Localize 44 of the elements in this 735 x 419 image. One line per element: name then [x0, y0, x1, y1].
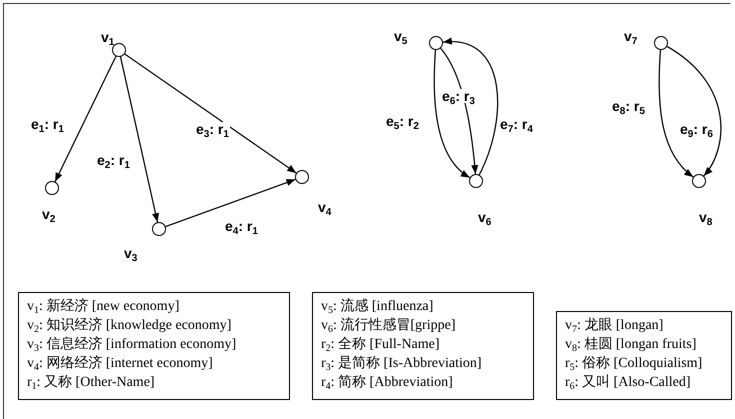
definition-box [556, 311, 732, 400]
vertex-circle [45, 181, 59, 195]
vertex-label: v$_{3}$ [124, 246, 138, 260]
arrow [658, 50, 694, 178]
definition-line: v$_{8}$: 桂圆 [longan fruits] [565, 336, 698, 354]
definition-line: v$_{5}$: 流感 [influenza] [321, 297, 434, 316]
arrow [434, 50, 470, 178]
vertex-circle [112, 43, 126, 57]
vertex-circle [692, 174, 706, 188]
vertex-label: v$_{7}$ [624, 29, 638, 43]
arrow [442, 38, 498, 176]
definition-line: v$_{7}$: 龙眼 [longan] [565, 316, 664, 335]
edge-label: e$_{6}$: r$_{3}$ [441, 89, 476, 103]
definition-line: r$_{6}$: 又叫 [Also-Called] [565, 374, 692, 392]
arrow [165, 178, 296, 228]
definition-line: v$_{4}$: 网络经济 [internet economy] [27, 354, 214, 373]
definition-box [18, 292, 290, 400]
vertex-label: v$_{5}$ [394, 29, 408, 43]
vertex-label: v$_{2}$ [42, 207, 56, 221]
arrow [54, 56, 116, 182]
definition-line: r$_{3}$: 是简称 [Is-Abbreviation] [321, 354, 483, 373]
definition-line: v$_{3}$: 信息经济 [information economy] [27, 335, 238, 354]
arrow [440, 48, 478, 174]
vertex-circle [469, 174, 483, 188]
definition-line: v$_{1}$: 新经济 [new economy] [27, 297, 180, 316]
arrow [666, 46, 722, 176]
vertex-circle [654, 36, 668, 50]
arrow [120, 56, 160, 222]
definition-line: v$_{6}$: 流行性感冒[grippe] [321, 316, 456, 335]
arrow [124, 54, 297, 174]
definition-box [312, 292, 534, 400]
vertex-circle [295, 170, 309, 184]
vertex-label: v$_{8}$ [699, 210, 712, 224]
vertex-label: v$_{1}$ [101, 30, 114, 44]
definition-line: r$_{2}$: 全称 [Full-Name] [321, 336, 441, 354]
vertex-label: v$_{4}$ [318, 200, 332, 214]
edge-label: e$_{3}$: r$_{1}$ [195, 122, 230, 136]
definition-line: r$_{5}$: 俗称 [Colloquialism] [565, 354, 704, 373]
definition-line: r$_{4}$: 简称 [Abbreviation] [321, 374, 454, 392]
vertex-circle [429, 36, 443, 50]
vertex-label: v$_{6}$ [478, 210, 492, 224]
definition-line: r$_{1}$: 又称 [Other-Name] [27, 374, 156, 392]
vertex-circle [152, 222, 166, 236]
definition-line: v$_{2}$: 知识经济 [knowledge economy] [27, 316, 232, 335]
